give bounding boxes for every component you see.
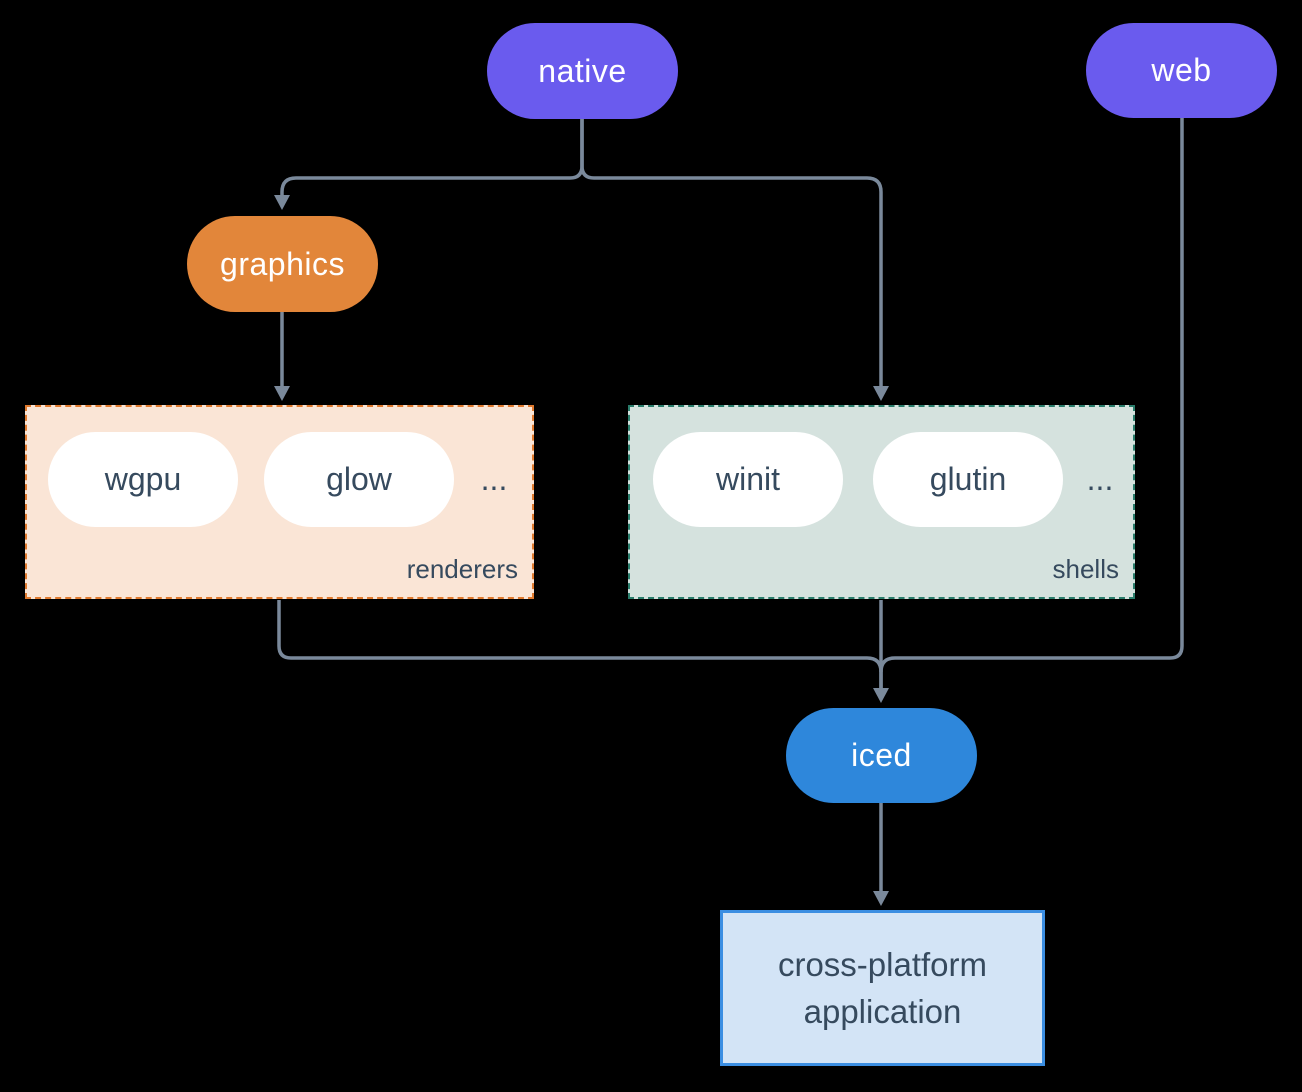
node-graphics-label: graphics bbox=[220, 245, 345, 282]
node-glow-label: glow bbox=[326, 461, 392, 497]
arrowhead-renderers bbox=[274, 386, 290, 401]
node-graphics[interactable]: graphics bbox=[187, 216, 378, 312]
edge-native-to-graphics bbox=[280, 118, 584, 195]
node-web-label: web bbox=[1151, 52, 1212, 88]
arrowhead-shells bbox=[873, 386, 889, 401]
node-glow[interactable]: glow bbox=[264, 432, 454, 527]
node-winit-label: winit bbox=[715, 461, 780, 497]
group-shells: winit glutin ... shells bbox=[628, 405, 1135, 599]
shells-ellipsis: ... bbox=[1086, 461, 1114, 497]
shells-group-label: shells bbox=[1052, 554, 1119, 584]
node-native[interactable]: native bbox=[487, 23, 678, 119]
node-iced[interactable]: iced bbox=[786, 708, 977, 803]
renderers-ellipsis: ... bbox=[480, 461, 508, 497]
renderers-group-label: renderers bbox=[406, 554, 518, 584]
node-iced-label: iced bbox=[851, 737, 912, 773]
app-label-line1: cross-platform bbox=[777, 946, 988, 983]
edge-renderers-to-iced bbox=[277, 600, 883, 688]
node-winit[interactable]: winit bbox=[653, 432, 843, 527]
node-glutin[interactable]: glutin bbox=[873, 432, 1063, 527]
node-cross-platform-application: cross-platform application bbox=[720, 910, 1045, 1066]
arrowhead-graphics bbox=[274, 195, 290, 210]
edge-native-to-shells bbox=[580, 118, 883, 387]
node-wgpu-label: wgpu bbox=[104, 461, 182, 497]
arrowhead-iced bbox=[873, 688, 889, 703]
node-native-label: native bbox=[538, 52, 627, 89]
node-glutin-label: glutin bbox=[929, 461, 1007, 497]
node-web[interactable]: web bbox=[1086, 23, 1277, 118]
group-renderers: wgpu glow ... renderers bbox=[25, 405, 534, 599]
node-wgpu[interactable]: wgpu bbox=[48, 432, 238, 527]
app-label-line2: application bbox=[803, 993, 962, 1030]
arrowhead-app bbox=[873, 891, 889, 906]
